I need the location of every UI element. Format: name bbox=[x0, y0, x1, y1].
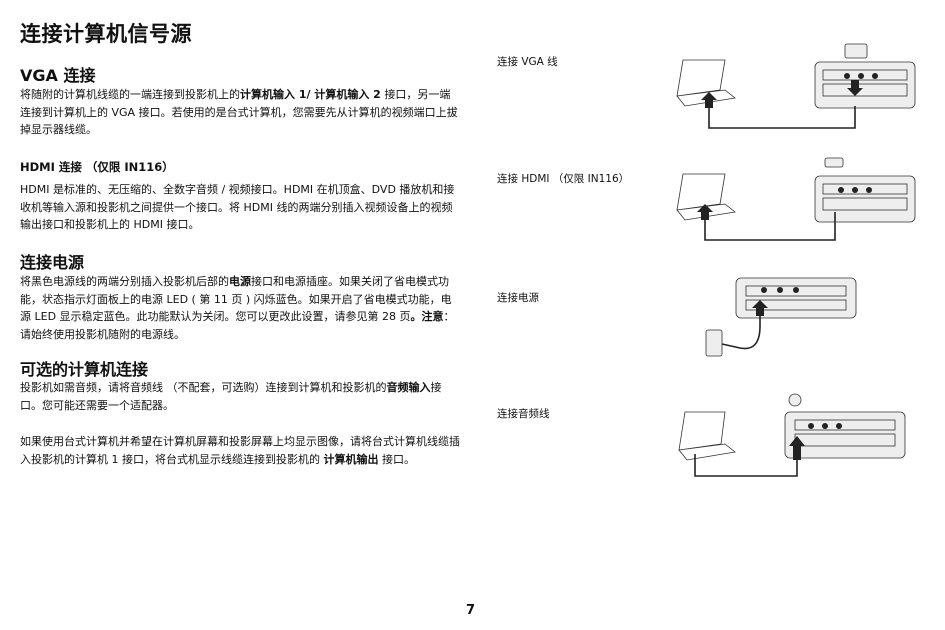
power-text-a: 将黑色电源线的两端分别插入投影机后部的 bbox=[20, 275, 229, 288]
hdmi-heading: HDMI 连接 （仅限 IN116） bbox=[20, 160, 174, 174]
diagram-label-vga: 连接 VGA 线 bbox=[497, 56, 558, 68]
power-text-e: ：请始终使用投影机随附的电源线。 bbox=[20, 310, 455, 341]
projector-body bbox=[814, 61, 916, 109]
vga-text-a: 将随附的计算机线缆的一端连接到投影机上的 bbox=[20, 88, 240, 101]
laptop-icon bbox=[676, 173, 736, 221]
projector-body bbox=[814, 175, 916, 223]
vga-cable bbox=[708, 106, 856, 129]
optional2-text-c: 接口。 bbox=[378, 452, 415, 466]
vga-connection-diagram bbox=[676, 43, 916, 129]
optional2-text-bold: 计算机输出 bbox=[323, 452, 379, 466]
arrow-down-icon bbox=[847, 80, 863, 96]
hdmi-connector-icon bbox=[824, 157, 844, 168]
diagram-label-hdmi: 连接 HDMI （仅限 IN116） bbox=[497, 173, 630, 185]
wall-outlet-icon bbox=[705, 329, 723, 357]
diagram-label-power: 连接电源 bbox=[497, 292, 539, 304]
diagram-label-audio: 连接音频线 bbox=[497, 408, 550, 420]
arrow-up-icon bbox=[789, 436, 805, 460]
optional-text-bold: 音频输入 bbox=[386, 381, 431, 394]
projector-body bbox=[784, 411, 906, 459]
hdmi-cable bbox=[704, 212, 836, 241]
optional-paragraph-1: 投影机如需音频，请将音频线 （不配套，可选购）连接到计算机和投影机的音频输入接口… bbox=[20, 379, 460, 414]
hdmi-paragraph: HDMI 是标准的、无压缩的、全数字音频 / 视频接口。HDMI 在机顶盒、DV… bbox=[20, 183, 455, 231]
audio-connection-diagram bbox=[678, 393, 906, 477]
audio-jack-icon bbox=[788, 393, 802, 407]
vga-text-c: 接口，另一端连接到计算机上的 VGA 接口。若使用的是台式计算机，您需要先从计算… bbox=[20, 88, 458, 136]
power-heading: 连接电源 bbox=[20, 253, 85, 272]
hdmi-connection-diagram bbox=[676, 157, 916, 241]
optional2-text-a: 如果使用台式计算机并希望在计算机屏幕和投影屏幕上均显示图像，请将台式计算机线缆插… bbox=[20, 435, 460, 466]
projector-body bbox=[735, 277, 857, 319]
page-title: 连接计算机信号源 bbox=[20, 22, 192, 46]
vga-connector-icon bbox=[844, 43, 868, 59]
audio-cable bbox=[694, 450, 798, 477]
optional-text-a: 投影机如需音频，请将音频线 （不配套，可选购）连接到计算机和投影机的 bbox=[20, 381, 387, 394]
optional-paragraph-2: 如果使用台式计算机并希望在计算机屏幕和投影屏幕上均显示图像，请将台式计算机线缆插… bbox=[20, 433, 460, 468]
arrow-icon bbox=[752, 300, 768, 316]
vga-heading: VGA 连接 bbox=[20, 66, 96, 85]
arrow-up-icon bbox=[697, 204, 713, 220]
power-text-bold: 电源 bbox=[229, 275, 251, 288]
page-number: 7 bbox=[466, 603, 476, 618]
power-paragraph: 将黑色电源线的两端分别插入投影机后部的电源接口和电源插座。如果关闭了省电模式功能… bbox=[20, 273, 460, 343]
arrow-up-icon bbox=[701, 92, 717, 108]
power-connection-diagram bbox=[705, 277, 857, 357]
vga-paragraph: 将随附的计算机线缆的一端连接到投影机上的计算机输入 1/ 计算机输入 2 接口，… bbox=[20, 86, 460, 139]
power-text-c: 接口和电源插座。如果关闭了省电模式功能，状态指示灯面板上的电源 LED ( 第 … bbox=[20, 275, 452, 323]
vga-text-bold: 计算机输入 1/ 计算机输入 2 bbox=[240, 88, 381, 101]
optional-text-c: 接口。您可能还需要一个适配器。 bbox=[20, 381, 442, 412]
optional-heading: 可选的计算机连接 bbox=[20, 360, 149, 379]
laptop-icon bbox=[678, 411, 736, 461]
power-note-bold: 。注意 bbox=[410, 310, 444, 323]
power-cable bbox=[721, 302, 761, 350]
